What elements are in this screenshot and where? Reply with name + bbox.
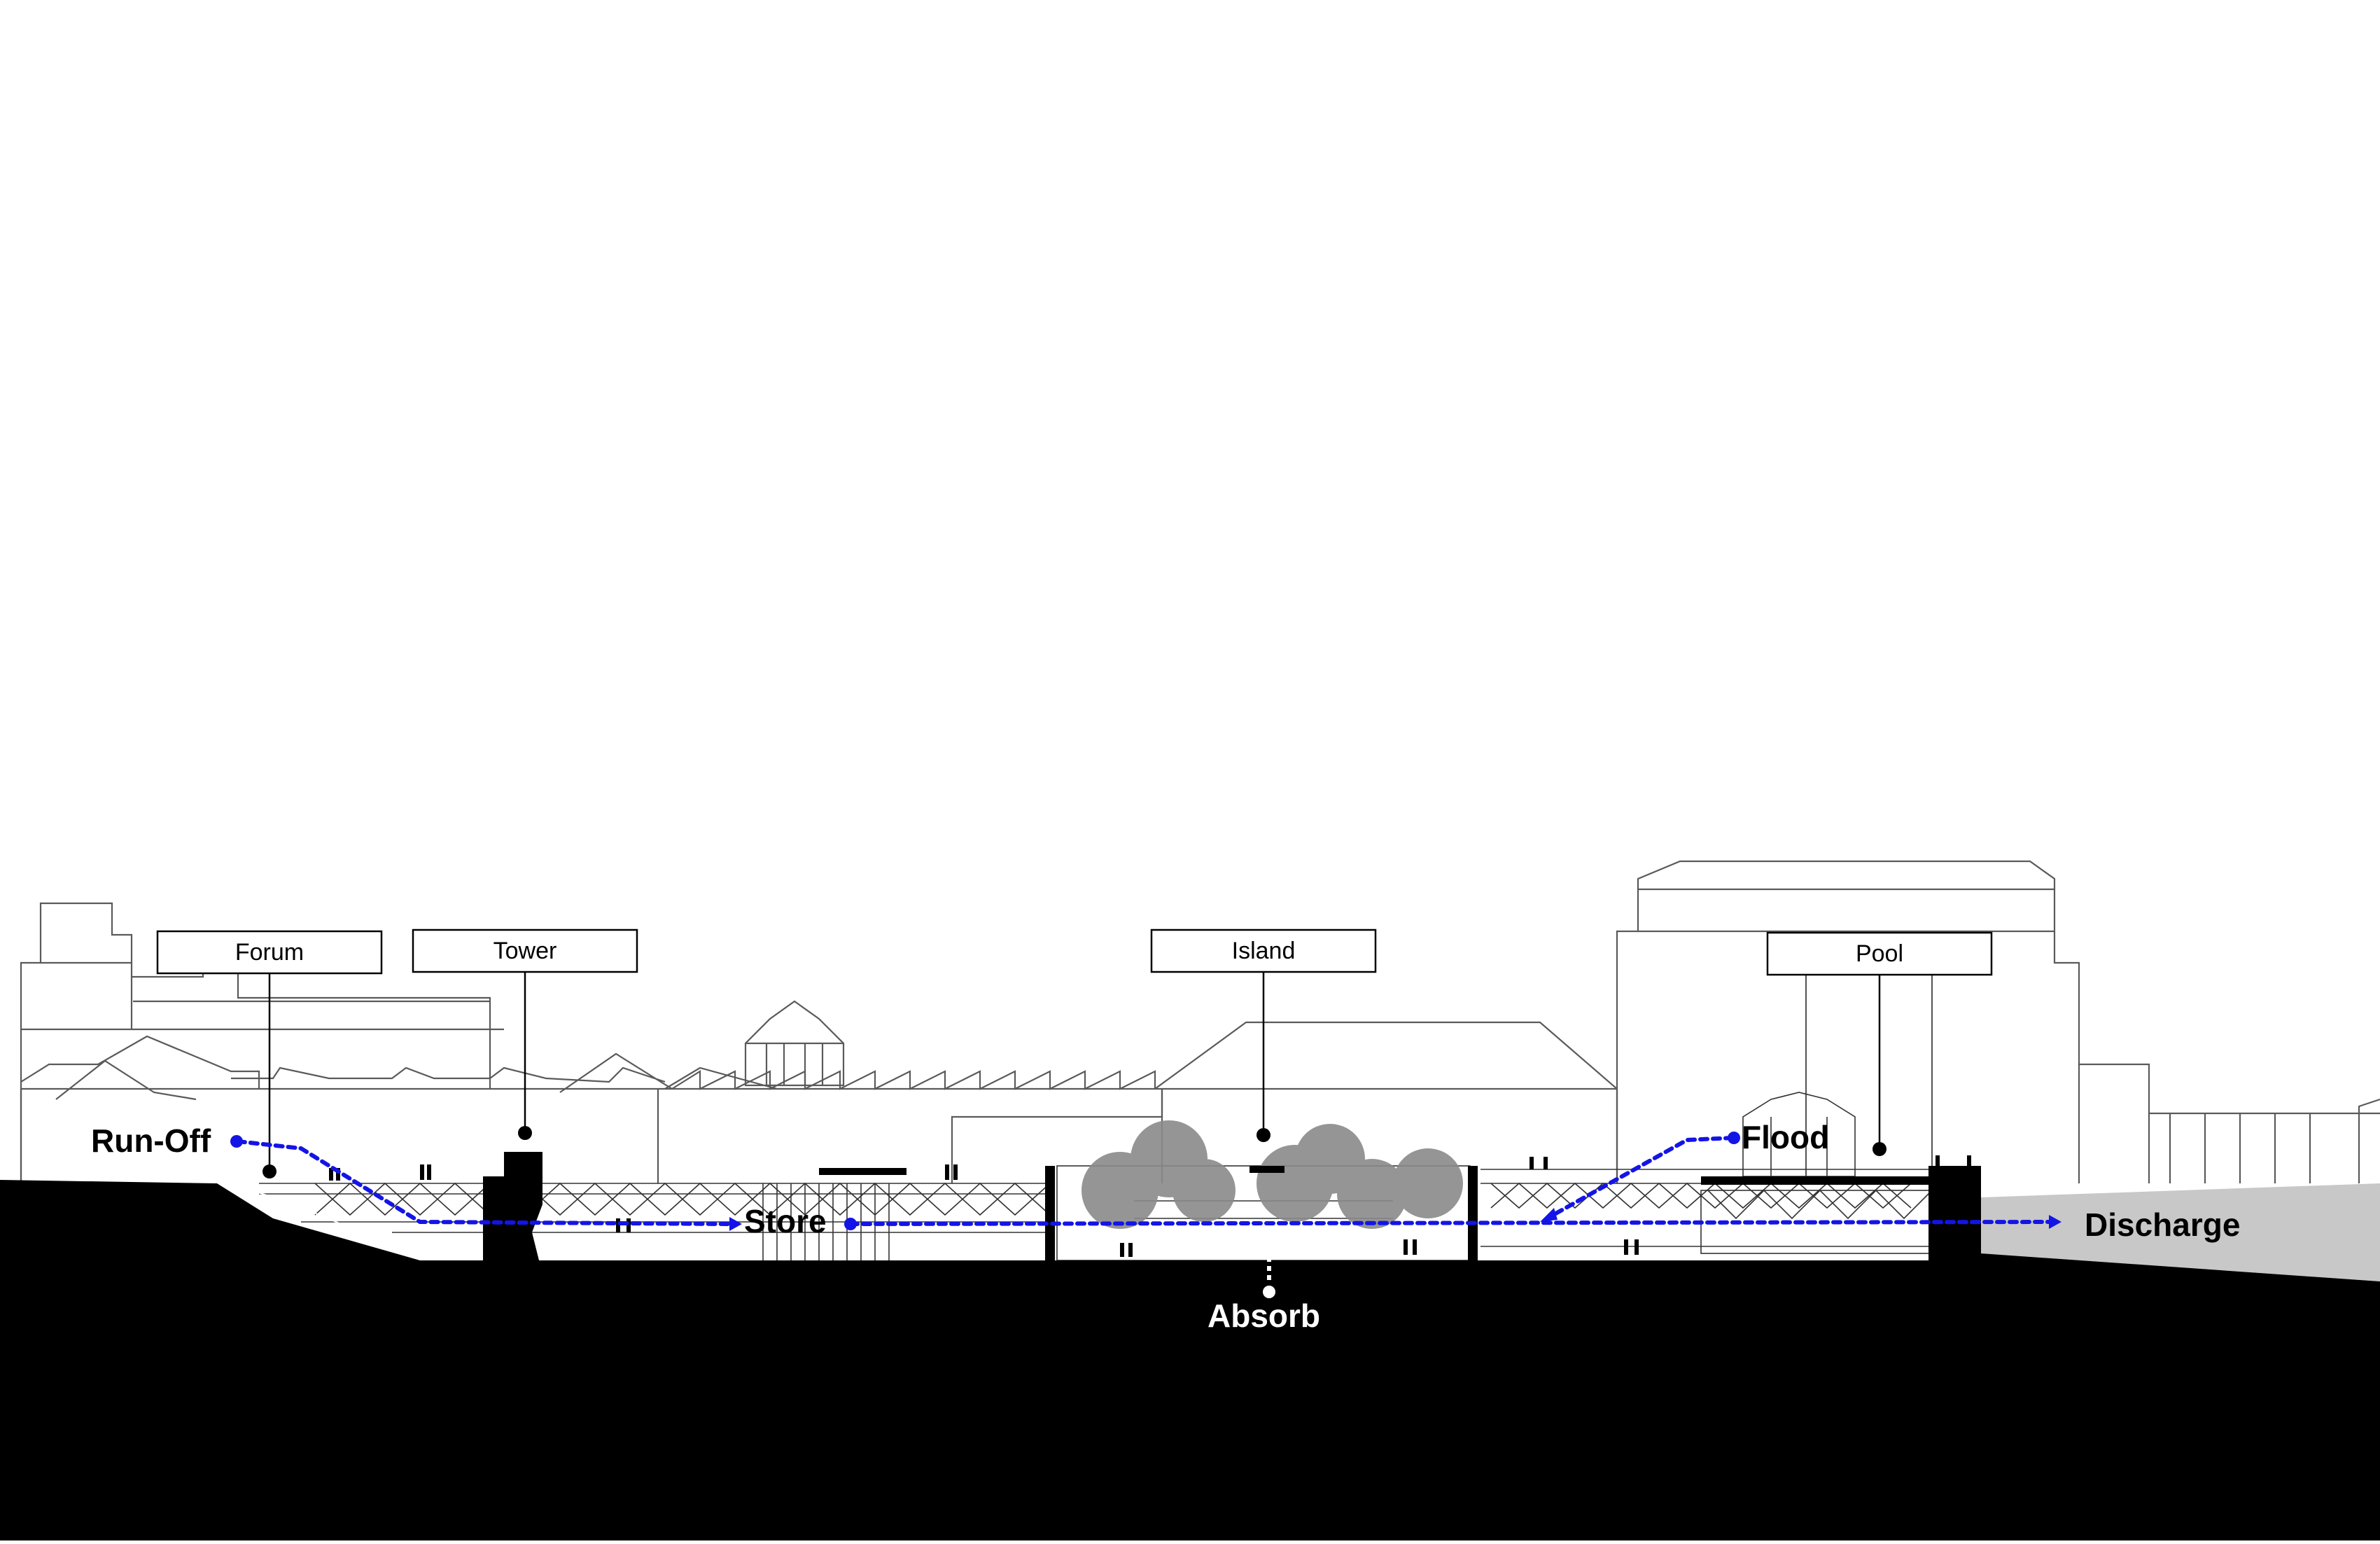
people-figures bbox=[329, 1155, 1971, 1257]
island-marker bbox=[1256, 1128, 1270, 1142]
zone-label-pool: Pool bbox=[1766, 931, 1993, 1156]
runoff-path bbox=[236, 1139, 730, 1226]
pool-label: Pool bbox=[1856, 940, 1903, 967]
structural-walls bbox=[483, 1152, 1981, 1260]
island-label: Island bbox=[1232, 938, 1296, 964]
tower-label: Tower bbox=[493, 938, 557, 964]
ground-mass bbox=[0, 1180, 2380, 1540]
island-trees bbox=[1082, 1120, 1463, 1229]
forum-label: Forum bbox=[235, 939, 304, 966]
water-flow-paths bbox=[236, 1136, 2053, 1226]
runoff-label: Run-Off bbox=[91, 1122, 211, 1159]
discharge-label: Discharge bbox=[2085, 1206, 2240, 1243]
flood-label: Flood bbox=[1742, 1119, 1829, 1155]
main-flow-path bbox=[848, 1220, 2053, 1226]
flow-arrowheads bbox=[729, 1208, 2062, 1231]
store-node bbox=[844, 1218, 857, 1230]
store-label: Store bbox=[744, 1203, 827, 1239]
zone-label-island: Island bbox=[1150, 929, 1377, 1142]
terraced-slope bbox=[251, 1190, 421, 1254]
runoff-node bbox=[230, 1135, 243, 1148]
absorb-indicator bbox=[1263, 1257, 1275, 1298]
flood-node bbox=[1728, 1132, 1740, 1144]
zone-label-forum: Forum bbox=[156, 930, 383, 1178]
pool-marker bbox=[1872, 1142, 1886, 1156]
background-buildings bbox=[20, 860, 2380, 1183]
forum-marker bbox=[262, 1164, 276, 1178]
zone-label-tower: Tower bbox=[412, 929, 638, 1140]
flood-path bbox=[1545, 1136, 1735, 1220]
tower-structure bbox=[483, 1152, 542, 1260]
absorb-label: Absorb bbox=[1208, 1298, 1320, 1334]
flow-nodes bbox=[230, 1132, 1740, 1230]
tower-marker bbox=[518, 1126, 532, 1140]
discharge-water-body bbox=[1981, 1183, 2380, 1281]
structure-linework bbox=[259, 1092, 1933, 1261]
